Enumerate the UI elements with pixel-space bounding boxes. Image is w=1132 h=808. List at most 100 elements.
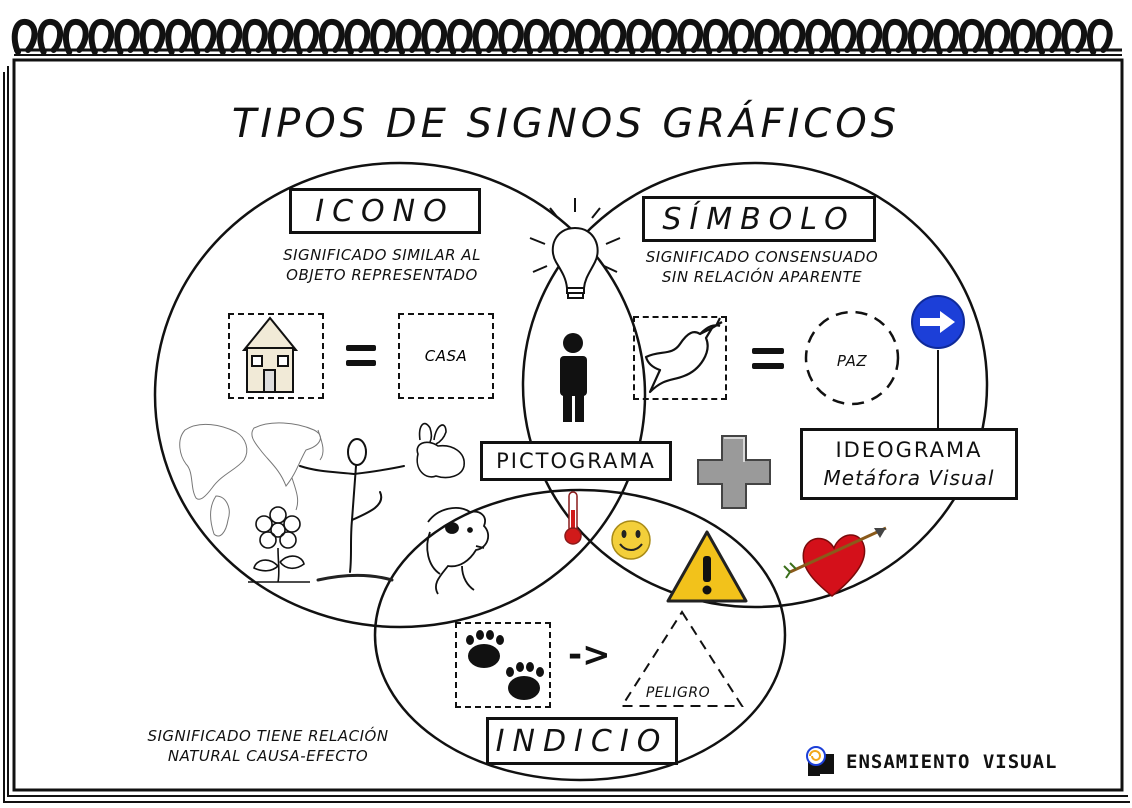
smiley-icon	[611, 520, 651, 560]
spiral-ring	[779, 18, 806, 55]
spiral-ring	[933, 18, 960, 55]
indicio-label-box: INDICIO	[486, 717, 678, 765]
pictograma-label: PICTOGRAMA	[496, 449, 656, 473]
simbolo-description: SIGNIFICADO CONSENSUADO SIN RELACIÓN APA…	[622, 247, 902, 288]
spiral-ring	[139, 18, 166, 55]
spiral-ring	[805, 18, 832, 55]
spiral-ring	[267, 18, 294, 55]
spiral-ring	[344, 18, 371, 55]
paw-prints-frame	[455, 622, 551, 708]
spiral-ring	[907, 18, 934, 55]
indicio-description-line1: SIGNIFICADO TIENE RELACIÓN	[147, 727, 389, 745]
spiral-ring	[446, 18, 473, 55]
spiral-ring	[242, 18, 268, 55]
spiral-ring	[88, 18, 115, 55]
heart-arrow-icon	[783, 526, 887, 597]
stick-figure-icon	[299, 438, 405, 582]
brand-logo: ENSAMIENTO VISUAL	[804, 744, 1057, 780]
spiral-ring	[1035, 18, 1062, 55]
indicio-description-line2: NATURAL CAUSA-EFECTO	[167, 747, 369, 766]
thermometer-icon	[564, 491, 582, 545]
venn-circles	[153, 161, 989, 782]
spiral-ring	[318, 18, 345, 55]
spiral-ring	[523, 18, 550, 55]
spiral-ring	[62, 18, 89, 55]
pictograma-label-box: PICTOGRAMA	[480, 441, 672, 481]
icono-label-box: ICONO	[289, 188, 481, 234]
lightbulb-icon	[529, 198, 621, 299]
rabbit-icon	[416, 422, 465, 479]
simbolo-label-box: SÍMBOLO	[642, 196, 876, 242]
spiral-ring	[498, 18, 524, 55]
spiral-binding	[11, 18, 1113, 55]
spiral-ring	[1086, 18, 1113, 55]
paw-prints-icon	[466, 630, 544, 700]
ideograma-label: IDEOGRAMA	[835, 438, 983, 462]
spiral-ring	[856, 18, 883, 55]
spiral-ring	[216, 18, 243, 55]
icono-label: ICONO	[315, 193, 455, 229]
spiral-ring	[114, 18, 140, 55]
spiral-ring	[958, 18, 985, 55]
simbolo-description-line1: SIGNIFICADO CONSENSUADO	[645, 248, 879, 266]
spiral-ring	[395, 18, 422, 55]
spiral-ring	[728, 18, 755, 55]
page-title: TIPOS DE SIGNOS GRÁFICOS	[231, 101, 901, 147]
spiral-ring	[702, 18, 729, 55]
spiral-ring	[984, 18, 1011, 55]
icono-circle	[153, 161, 647, 629]
spiral-ring	[11, 18, 38, 55]
paz-dashed-circle	[804, 310, 900, 406]
house-example-frame	[228, 313, 324, 399]
equals-signs	[346, 345, 784, 369]
simbolo-label: SÍMBOLO	[662, 201, 856, 237]
simbolo-circle	[521, 161, 989, 609]
spiral-ring	[370, 18, 396, 55]
warning-icon	[666, 530, 748, 603]
dog-icon	[426, 507, 490, 595]
brand-name: ENSAMIENTO VISUAL	[846, 751, 1058, 773]
house-icon	[241, 316, 299, 393]
flower-icon	[248, 506, 310, 583]
peligro-dashed-triangle	[620, 610, 744, 707]
dove-example-frame	[633, 316, 727, 400]
spiral-ring	[754, 18, 780, 55]
spiral-ring	[472, 18, 499, 55]
casa-word: CASA	[424, 346, 468, 365]
person-icon	[560, 333, 587, 422]
spiral-ring	[830, 18, 857, 55]
plus-icon	[697, 435, 771, 509]
spiral-ring	[421, 18, 448, 55]
spiral-ring	[600, 18, 627, 55]
brand-icon	[806, 746, 834, 776]
indicio-circle	[373, 488, 787, 782]
spiral-ring	[626, 18, 652, 55]
spiral-ring	[190, 18, 217, 55]
world-map-icon	[179, 422, 324, 537]
spiral-ring	[37, 18, 64, 55]
indicio-arrow: ->	[568, 635, 611, 675]
icono-description-line1: SIGNIFICADO SIMILAR AL	[283, 246, 481, 264]
ideograma-subtitle: Metáfora Visual	[823, 466, 995, 490]
indicio-label: INDICIO	[495, 723, 669, 759]
casa-example-frame: CASA	[398, 313, 494, 399]
spiral-ring	[882, 18, 908, 55]
spiral-ring	[165, 18, 192, 55]
peligro-word: PELIGRO	[645, 685, 711, 701]
ideograma-label-box: IDEOGRAMA Metáfora Visual	[800, 428, 1018, 500]
paz-word: PAZ	[836, 352, 868, 370]
simbolo-description-line2: SIN RELACIÓN APARENTE	[661, 268, 863, 287]
icono-description-line2: OBJETO REPRESENTADO	[286, 266, 478, 285]
spiral-ring	[677, 18, 704, 55]
indicio-description: SIGNIFICADO TIENE RELACIÓN NATURAL CAUSA…	[108, 726, 428, 767]
spiral-ring	[1061, 18, 1088, 55]
icono-description: SIGNIFICADO SIMILAR AL OBJETO REPRESENTA…	[252, 245, 512, 286]
direction-sign-icon	[911, 295, 965, 428]
notebook-frame	[3, 48, 1130, 803]
dove-icon	[644, 317, 723, 394]
spiral-ring	[574, 18, 601, 55]
spiral-ring	[1010, 18, 1036, 55]
spiral-ring	[549, 18, 576, 55]
